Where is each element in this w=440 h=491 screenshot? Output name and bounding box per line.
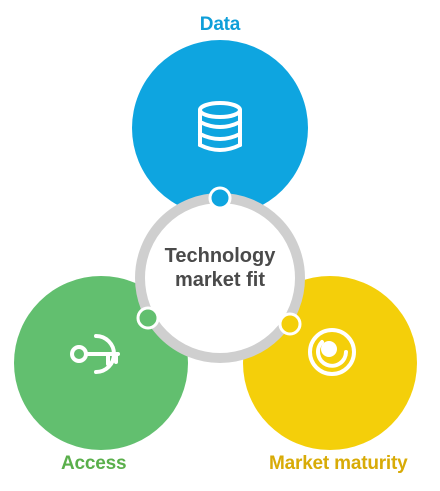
access-label: Access: [61, 453, 127, 474]
center-title-line2: market fit: [174, 269, 266, 291]
center-title: Technology market fit: [140, 244, 300, 292]
data-label: Data: [199, 14, 241, 35]
center-title-line1: Technology: [164, 245, 276, 267]
target-icon: [308, 328, 356, 376]
key-icon: [70, 334, 120, 374]
market-maturity-label: Market maturity: [269, 453, 408, 474]
center-disc: [140, 198, 300, 358]
ring-node-access: [136, 306, 160, 330]
database-icon: [198, 101, 242, 152]
ring-node-data: [208, 186, 232, 210]
ring-node-market: [278, 312, 302, 336]
